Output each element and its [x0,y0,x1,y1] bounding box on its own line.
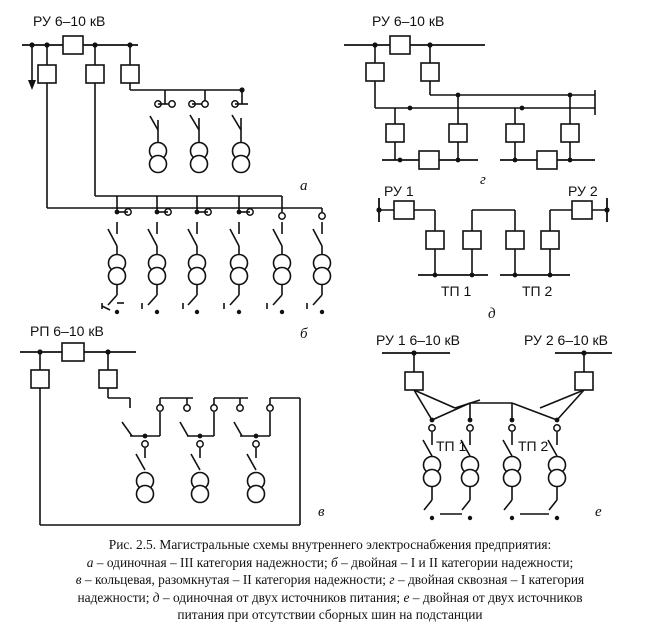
scheme-a-tag: а [300,178,308,194]
scheme-g-tag: г [480,172,486,188]
caption-line5-text: питания при отсутствии сборных шин на по… [177,607,483,622]
scheme-d-tp1-label: ТП 1 [441,283,472,299]
scheme-g-bus-label: РУ 6–10 кВ [372,13,444,29]
caption-line-2: а – одиночная – III категория надежности… [10,554,650,572]
caption-title: Рис. 2.5. Магистральные схемы внутреннег… [108,537,552,552]
caption-line-1: Рис. 2.5. Магистральные схемы внутреннег… [10,536,650,554]
scheme-b-tag: б [300,326,308,342]
scheme-d-ru1-label: РУ 1 [384,183,414,199]
caption-d-text: – одиночная от двух источников питания; [159,589,404,605]
caption-line-3: в – кольцевая, разомкнутая – II категори… [10,571,650,589]
caption-g-text: – двойная сквозная – I категория [394,572,585,587]
caption-line4-text: надежности; [77,589,153,605]
figure-caption: Рис. 2.5. Магистральные схемы внутреннег… [10,536,650,624]
scheme-e-tag: е [595,504,602,520]
caption-e-text: – двойная от двух источников [409,589,583,605]
scheme-d-tp2-label: ТП 2 [522,283,553,299]
schematic-diagrams: РУ 6–10 кВ [20,13,612,526]
caption-v-text: – кольцевая, разомкнутая – II категория … [81,572,390,587]
scheme-e: РУ 1 6–10 кВ РУ 2 6–10 кВ ТП 1 ТП 2 [376,332,612,521]
scheme-e-ru2-label: РУ 2 6–10 кВ [524,332,608,348]
scheme-v-bus-label: РП 6–10 кВ [30,323,104,339]
scheme-e-tp1-label: ТП 1 [436,438,467,454]
scheme-v-tag: в [318,504,325,520]
scheme-d-ru2-label: РУ 2 [568,183,598,199]
scheme-b: б [47,195,332,342]
caption-line-4: надежности; д – одиночная от двух источн… [10,589,650,607]
caption-b-letter: б [331,554,338,570]
caption-a-letter: а [86,554,94,570]
scheme-d-tag: д [488,306,496,322]
scheme-a-bus-label: РУ 6–10 кВ [33,13,105,29]
caption-g-letter: г [389,572,395,587]
caption-v-letter: в [75,572,82,587]
scheme-e-tp2-label: ТП 2 [518,438,549,454]
scheme-a: РУ 6–10 кВ [22,13,308,208]
scheme-d: РУ 1 РУ 2 ТП 1 ТП 2 д [376,183,610,322]
caption-a-text: – одиночная – III категория надежности; [93,554,332,570]
scheme-e-ru1-label: РУ 1 6–10 кВ [376,332,460,348]
caption-line-5: питания при отсутствии сборных шин на по… [10,606,650,624]
scheme-v: РП 6–10 кВ [20,323,325,526]
caption-d-letter: д [152,589,160,605]
caption-e-letter: е [403,589,410,605]
scheme-g: РУ 6–10 кВ г [344,13,596,188]
caption-b-text: – двойная – I и II категории надежности; [337,554,574,570]
